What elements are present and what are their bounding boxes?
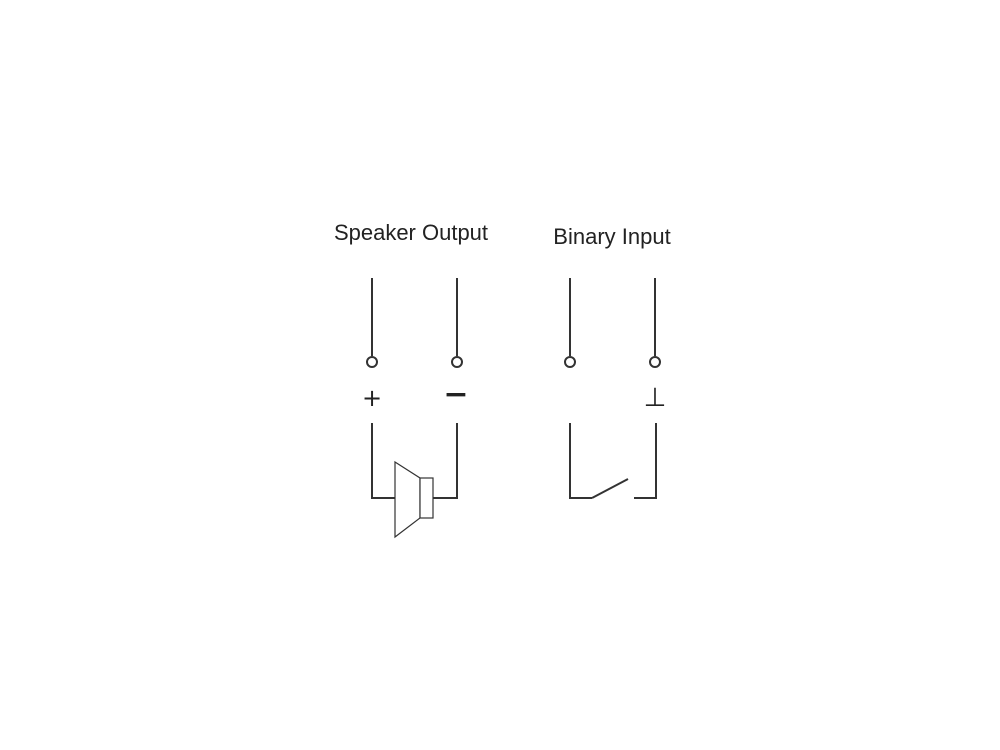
speaker-plus-wire [371, 423, 395, 499]
switch-left-wire [569, 423, 592, 499]
speaker-minus-wire [433, 423, 458, 499]
speaker-icon [394, 460, 434, 539]
switch-right-wire [634, 423, 657, 499]
binary-input-left-terminal [564, 356, 576, 368]
speaker-output-group: Speaker Output + − [334, 220, 488, 539]
speaker-minus-terminal [451, 356, 463, 368]
switch-contact-icon [591, 478, 629, 499]
binary-input-ground-terminal [649, 356, 661, 368]
speaker-output-title: Speaker Output [334, 220, 488, 245]
plus-symbol: + [362, 384, 382, 412]
speaker-plus-terminal [366, 356, 378, 368]
ground-symbol: ⊥ [644, 383, 667, 413]
binary-input-title: Binary Input [553, 224, 670, 249]
minus-symbol: − [443, 377, 468, 412]
binary-input-group: Binary Input ⊥ [553, 224, 671, 499]
